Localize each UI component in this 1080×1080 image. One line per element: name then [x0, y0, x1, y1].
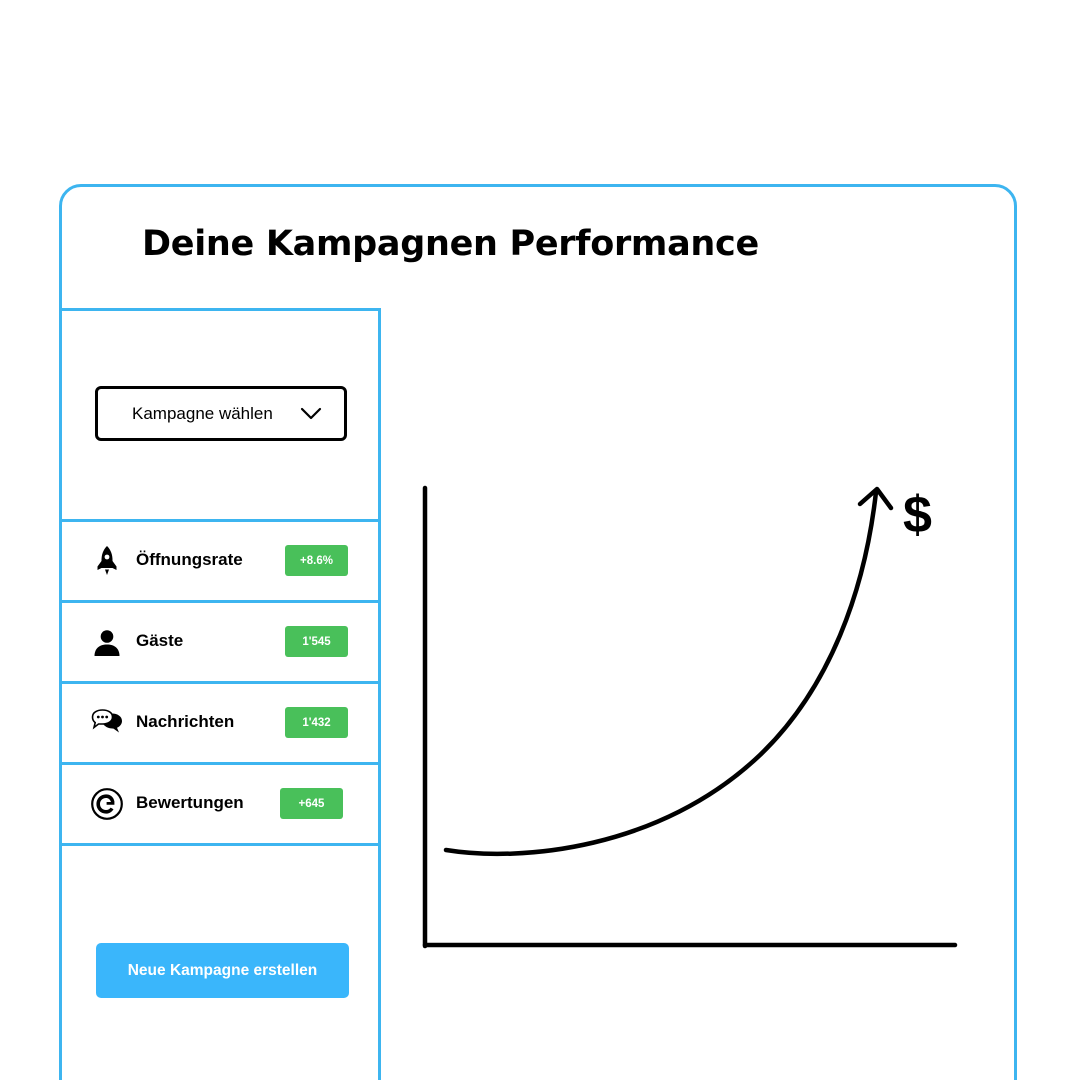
page-title: Deine Kampagnen Performance [142, 224, 759, 264]
metric-row-messages[interactable]: Nachrichten 1'432 [62, 684, 378, 762]
google-icon [91, 788, 123, 820]
metric-label: Gäste [136, 631, 184, 650]
metric-label: Bewertungen [136, 793, 244, 812]
metric-value-badge: 1'432 [285, 707, 348, 738]
growth-curve [443, 489, 879, 857]
chevron-down-icon [300, 407, 322, 420]
sidebar-divider [62, 762, 378, 765]
metric-row-reviews[interactable]: Bewertungen +645 [62, 765, 378, 843]
metric-label: Öffnungsrate [136, 550, 243, 569]
metric-row-guests[interactable]: Gäste 1'545 [62, 603, 378, 681]
user-icon [94, 630, 120, 656]
sidebar-divider [62, 843, 378, 846]
campaign-select-section: Kampagne wählen [62, 311, 378, 522]
arrow-head-icon [857, 486, 894, 511]
metric-label: Nachrichten [136, 712, 235, 731]
sidebar-divider [62, 600, 378, 603]
metric-row-open-rate[interactable]: Öffnungsrate +8.6% [62, 522, 378, 600]
sidebar-divider [62, 519, 378, 522]
growth-chart-illustration: $ [422, 485, 958, 949]
campaign-select-label: Kampagne wählen [132, 403, 273, 423]
rocket-icon [97, 546, 117, 575]
campaign-select-dropdown[interactable]: Kampagne wählen [95, 386, 347, 441]
metric-value-badge: +645 [280, 788, 343, 819]
campaign-sidebar: Kampagne wählen Öffnungsrate +8.6% [59, 308, 381, 1080]
sidebar-divider [62, 681, 378, 684]
chat-bubbles-icon [91, 709, 122, 733]
dollar-symbol: $ [903, 486, 932, 544]
create-campaign-button[interactable]: Neue Kampagne erstellen [96, 943, 349, 998]
performance-card [59, 184, 1017, 1080]
metric-value-badge: +8.6% [285, 545, 348, 576]
metric-value-badge: 1'545 [285, 626, 348, 657]
